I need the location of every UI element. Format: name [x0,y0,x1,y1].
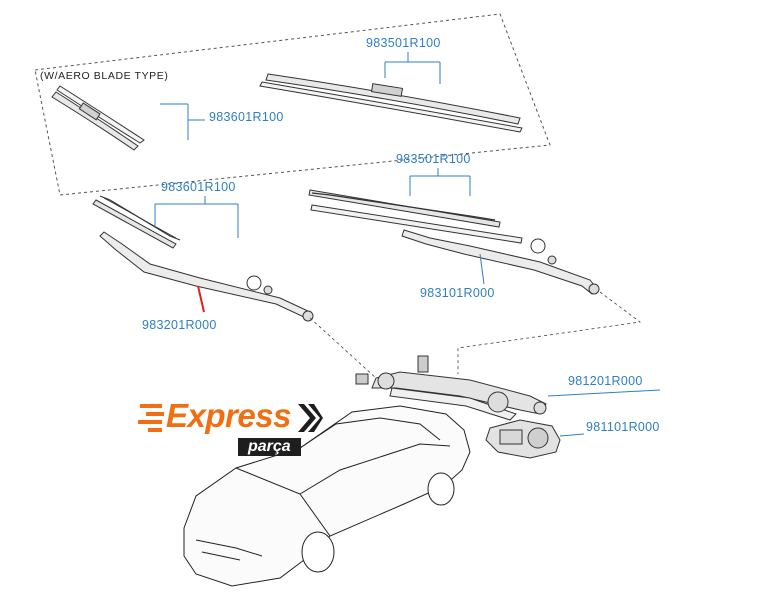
aero-blade-note: (W/AERO BLADE TYPE) [40,70,169,82]
motor [485,419,561,459]
label-arm-driver: 983101R000 [420,286,495,300]
linkage-assembly [355,355,547,421]
car-outline [183,405,471,587]
highlight-leader [197,285,205,313]
label-arm-passenger: 983201R000 [142,318,217,332]
arm-passenger [99,231,314,322]
blade-driver [308,189,523,244]
label-blade-passenger: 983601R100 [161,180,236,194]
aero-option-box [34,13,551,196]
label-motor: 981101R000 [586,420,660,434]
label-linkage: 981201R000 [568,374,643,388]
blade-passenger [92,195,181,249]
logo-sub-text: parça [238,438,301,456]
assembly-lines [309,291,642,379]
aero-blade-driver [259,73,523,133]
label-aero-blade-passenger: 983601R100 [209,110,284,124]
label-aero-blade-driver: 983501R100 [366,36,441,50]
logo-main-text: Express [166,397,291,434]
logo-speed-marks [138,404,323,432]
label-blade-driver: 983501R100 [396,152,471,166]
leader-lines [154,52,661,437]
arm-driver [401,229,600,295]
aero-blade-passenger [51,85,145,151]
express-parca-logo: Express parça [138,398,323,462]
